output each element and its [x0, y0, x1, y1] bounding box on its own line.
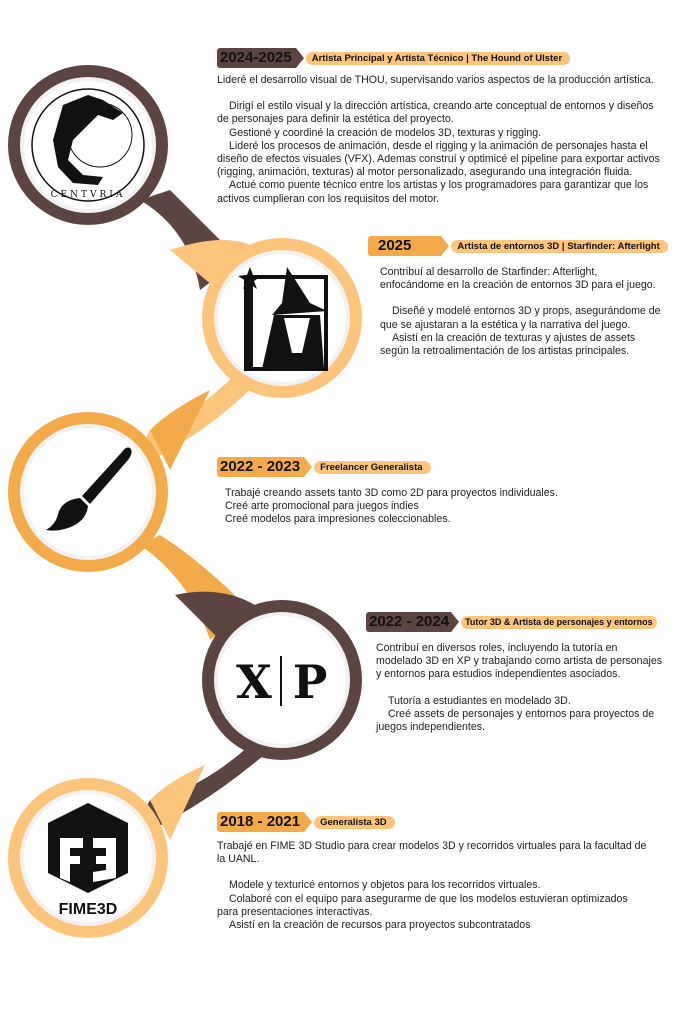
- bullet-text: Trabajé creando assets tanto 3D como 2D …: [225, 487, 558, 499]
- bullet-text: Asistí en la creación de recursos para p…: [229, 919, 531, 932]
- bullet-text: Modele y texturicé entornos y objetos pa…: [229, 879, 541, 892]
- svg-text:CENTVRIA: CENTVRIA: [51, 190, 126, 200]
- bullet-text: Dirigí el estilo visual y la dirección a…: [217, 100, 654, 126]
- year-label: 2022 - 2023: [217, 457, 313, 477]
- fime3d-logo: FIME3D: [23, 793, 153, 923]
- svg-text:X: X: [236, 655, 272, 709]
- bullet-text: Lideré los procesos de animación, desde …: [217, 139, 660, 179]
- intro-text: Contribuí en diversos roles, incluyendo …: [376, 642, 663, 681]
- bullet-text: Creé assets de personajes y entornos par…: [376, 707, 655, 734]
- xp-logo: X P: [217, 615, 347, 745]
- bullet-text: Actué como puente técnico entre los arti…: [217, 179, 649, 205]
- role-label: Artista de entornos 3D | Starfinder: Aft…: [451, 239, 668, 253]
- role-label: Artista Principal y Artista Técnico | Th…: [305, 51, 571, 65]
- svg-text:P: P: [293, 655, 328, 709]
- wizard-logo: [217, 253, 347, 383]
- bullet-text: Diseñé y modelé entornos 3D y props, ase…: [380, 305, 661, 331]
- role-label: Generalista 3D: [314, 815, 395, 829]
- bullet-text: Asistí en la creación de texturas y ajus…: [380, 331, 636, 358]
- bullet-text: Colaboré con el equipo para asegurarme d…: [217, 892, 628, 918]
- bullet-text: Tutoría a estudiantes en modelado 3D.: [388, 694, 571, 707]
- year-label: 2018 - 2021: [217, 812, 313, 832]
- intro-text: Lideré el desarrollo visual de THOU, sup…: [217, 74, 654, 86]
- year-label: 2024-2025: [217, 48, 304, 68]
- svg-text:FIME3D: FIME3D: [59, 901, 118, 918]
- paintbrush-icon: [23, 427, 153, 557]
- intro-text: Contribuí al desarrollo de Starfinder: A…: [380, 266, 656, 292]
- intro-text: Trabajé en FIME 3D Studio para crear mod…: [217, 840, 647, 866]
- bullet-text: Creé arte promocional para juegos indies: [225, 500, 419, 513]
- centvria-wolf-logo: CENTVRIA: [23, 80, 153, 210]
- bullet-text: Creé modelos para impresiones colecciona…: [225, 513, 451, 526]
- bullet-text: Gestioné y coordiné la creación de model…: [229, 126, 542, 139]
- role-label: Tutor 3D & Artista de personajes y entor…: [461, 615, 657, 629]
- role-label: Freelancer Generalista: [314, 460, 431, 474]
- year-label: 2022 - 2024: [366, 612, 460, 632]
- year-label: 2025: [368, 236, 450, 256]
